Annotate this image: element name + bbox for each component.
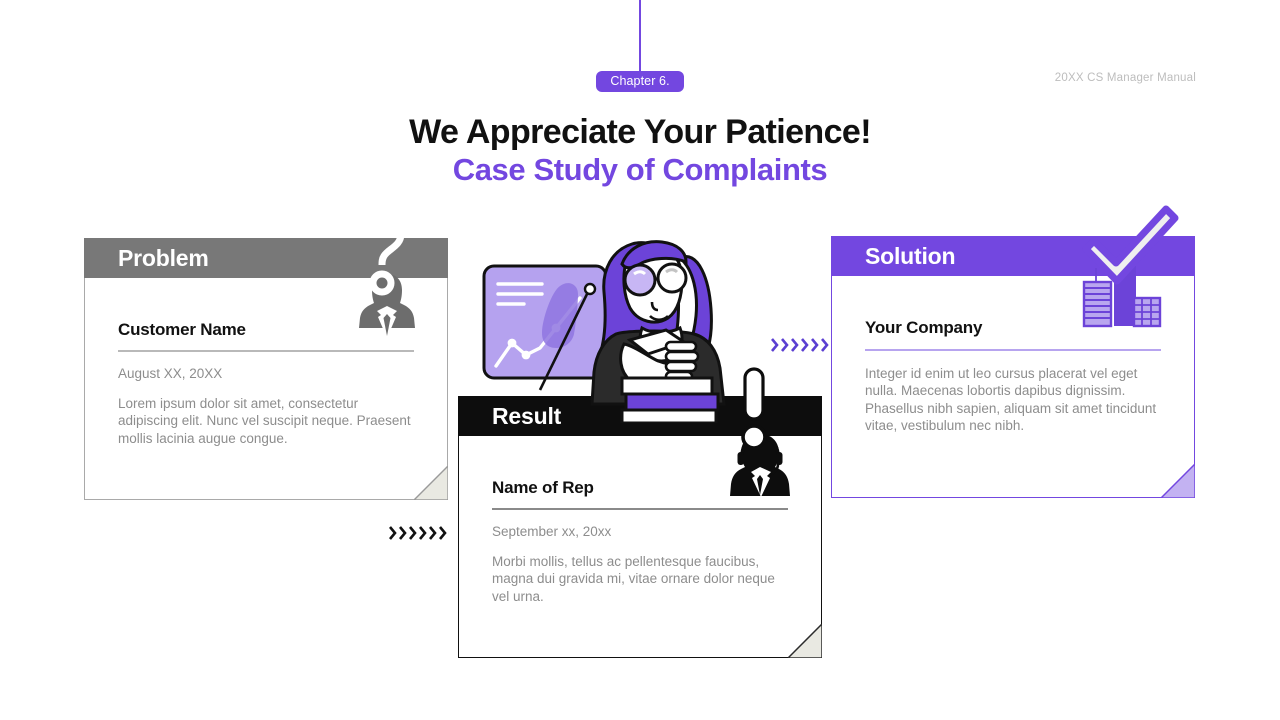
woman-presenting-chart-illustration <box>482 240 726 423</box>
card-solution[interactable]: Solution <box>831 236 1195 498</box>
card-problem-body: Customer Name August XX, 20XX Lorem ipsu… <box>84 274 448 500</box>
arrow-problem-to-result <box>389 526 448 540</box>
folded-corner-result <box>788 624 822 658</box>
card-result-title: Result <box>492 402 562 429</box>
chapter-connector-line <box>639 0 641 72</box>
woman-avatar-icon <box>359 274 415 338</box>
card-result-text: Morbi mollis, tellus ac pellentesque fau… <box>492 554 775 604</box>
card-result-divider <box>492 508 788 510</box>
folded-corner-problem <box>414 466 448 500</box>
card-problem-title: Problem <box>118 244 209 271</box>
page-subtitle: Case Study of Complaints <box>452 152 828 187</box>
card-solution-body: Your Company Integer id enim ut leo curs… <box>831 266 1195 498</box>
headset-agent-icon <box>730 434 790 497</box>
arrow-result-to-solution <box>771 338 830 352</box>
card-result-date: September xx, 20xx <box>492 524 612 539</box>
card-problem-date: August XX, 20XX <box>118 366 223 381</box>
chapter-badge[interactable]: Chapter 6. <box>596 71 684 92</box>
card-result-name: Name of Rep <box>492 478 594 497</box>
card-problem[interactable]: Problem Customer Name August XX, 20XX Lo… <box>84 238 448 500</box>
card-solution-text: Integer id enim ut leo cursus placerat v… <box>865 366 1157 433</box>
card-problem-text: Lorem ipsum dolor sit amet, consectetur … <box>118 396 411 446</box>
card-problem-divider <box>118 350 414 352</box>
card-result-body: Name of Rep September xx, 20xx Morbi mol… <box>458 434 822 658</box>
card-solution-divider <box>865 349 1161 351</box>
folded-corner-solution <box>1161 464 1195 498</box>
manual-label: 20XX CS Manager Manual <box>1054 72 1196 84</box>
card-problem-name: Customer Name <box>118 320 246 339</box>
page-title: We Appreciate Your Patience! <box>409 113 871 151</box>
card-solution-name: Your Company <box>865 318 983 337</box>
city-buildings-icon <box>1082 266 1162 328</box>
card-result[interactable]: Result Name of Rep September xx, 20xx Mo… <box>458 396 822 658</box>
card-solution-title: Solution <box>865 242 956 269</box>
